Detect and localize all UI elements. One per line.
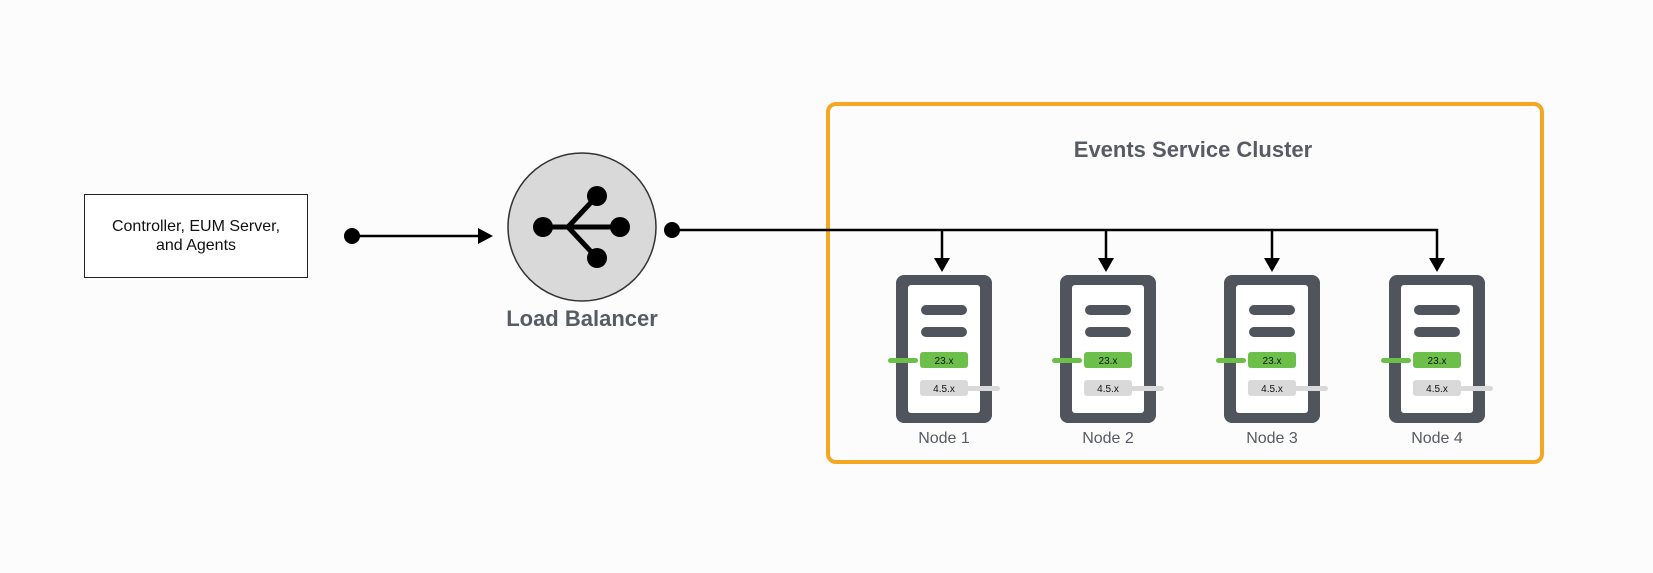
server-node-1: 23.x 4.5.x <box>888 275 1000 423</box>
version-badge-secondary <box>1084 380 1132 396</box>
version-badge-secondary-label: 4.5.x <box>1097 384 1119 395</box>
version-badge-primary <box>1248 352 1296 368</box>
version-badge-secondary-label: 4.5.x <box>1426 384 1448 395</box>
version-badge-primary-label: 23.x <box>935 356 954 367</box>
version-badge-secondary <box>1413 380 1461 396</box>
version-badge-primary-label: 23.x <box>1428 356 1447 367</box>
source-label: Controller, EUM Server, and Agents <box>111 218 281 254</box>
node-label-4: Node 4 <box>1411 430 1463 447</box>
version-badge-primary-label: 23.x <box>1099 356 1118 367</box>
version-badge-secondary <box>920 380 968 396</box>
node-label-3: Node 3 <box>1246 430 1298 447</box>
lb-to-nodes-connector <box>664 222 1445 272</box>
source-to-lb-connector <box>344 228 493 244</box>
version-badge-secondary-label: 4.5.x <box>1261 384 1283 395</box>
version-badge-secondary <box>1248 380 1296 396</box>
node-label-2: Node 2 <box>1082 430 1134 447</box>
load-balancer-title: Load Balancer <box>506 306 658 331</box>
version-badge-primary <box>1084 352 1132 368</box>
version-badge-secondary-label: 4.5.x <box>933 384 955 395</box>
cluster-title: Events Service Cluster <box>1073 137 1313 162</box>
share-icon <box>533 186 630 268</box>
server-node-4: 23.x 4.5.x <box>1381 275 1493 423</box>
cluster-border <box>826 102 1544 464</box>
source-box: Controller, EUM Server, and Agents <box>84 194 308 278</box>
version-badge-primary <box>920 352 968 368</box>
server-node-3: 23.x 4.5.x <box>1216 275 1328 423</box>
load-balancer <box>507 152 657 302</box>
server-node-2: 23.x 4.5.x <box>1052 275 1164 423</box>
node-label-1: Node 1 <box>918 430 970 447</box>
version-badge-primary-label: 23.x <box>1263 356 1282 367</box>
version-badge-primary <box>1413 352 1461 368</box>
